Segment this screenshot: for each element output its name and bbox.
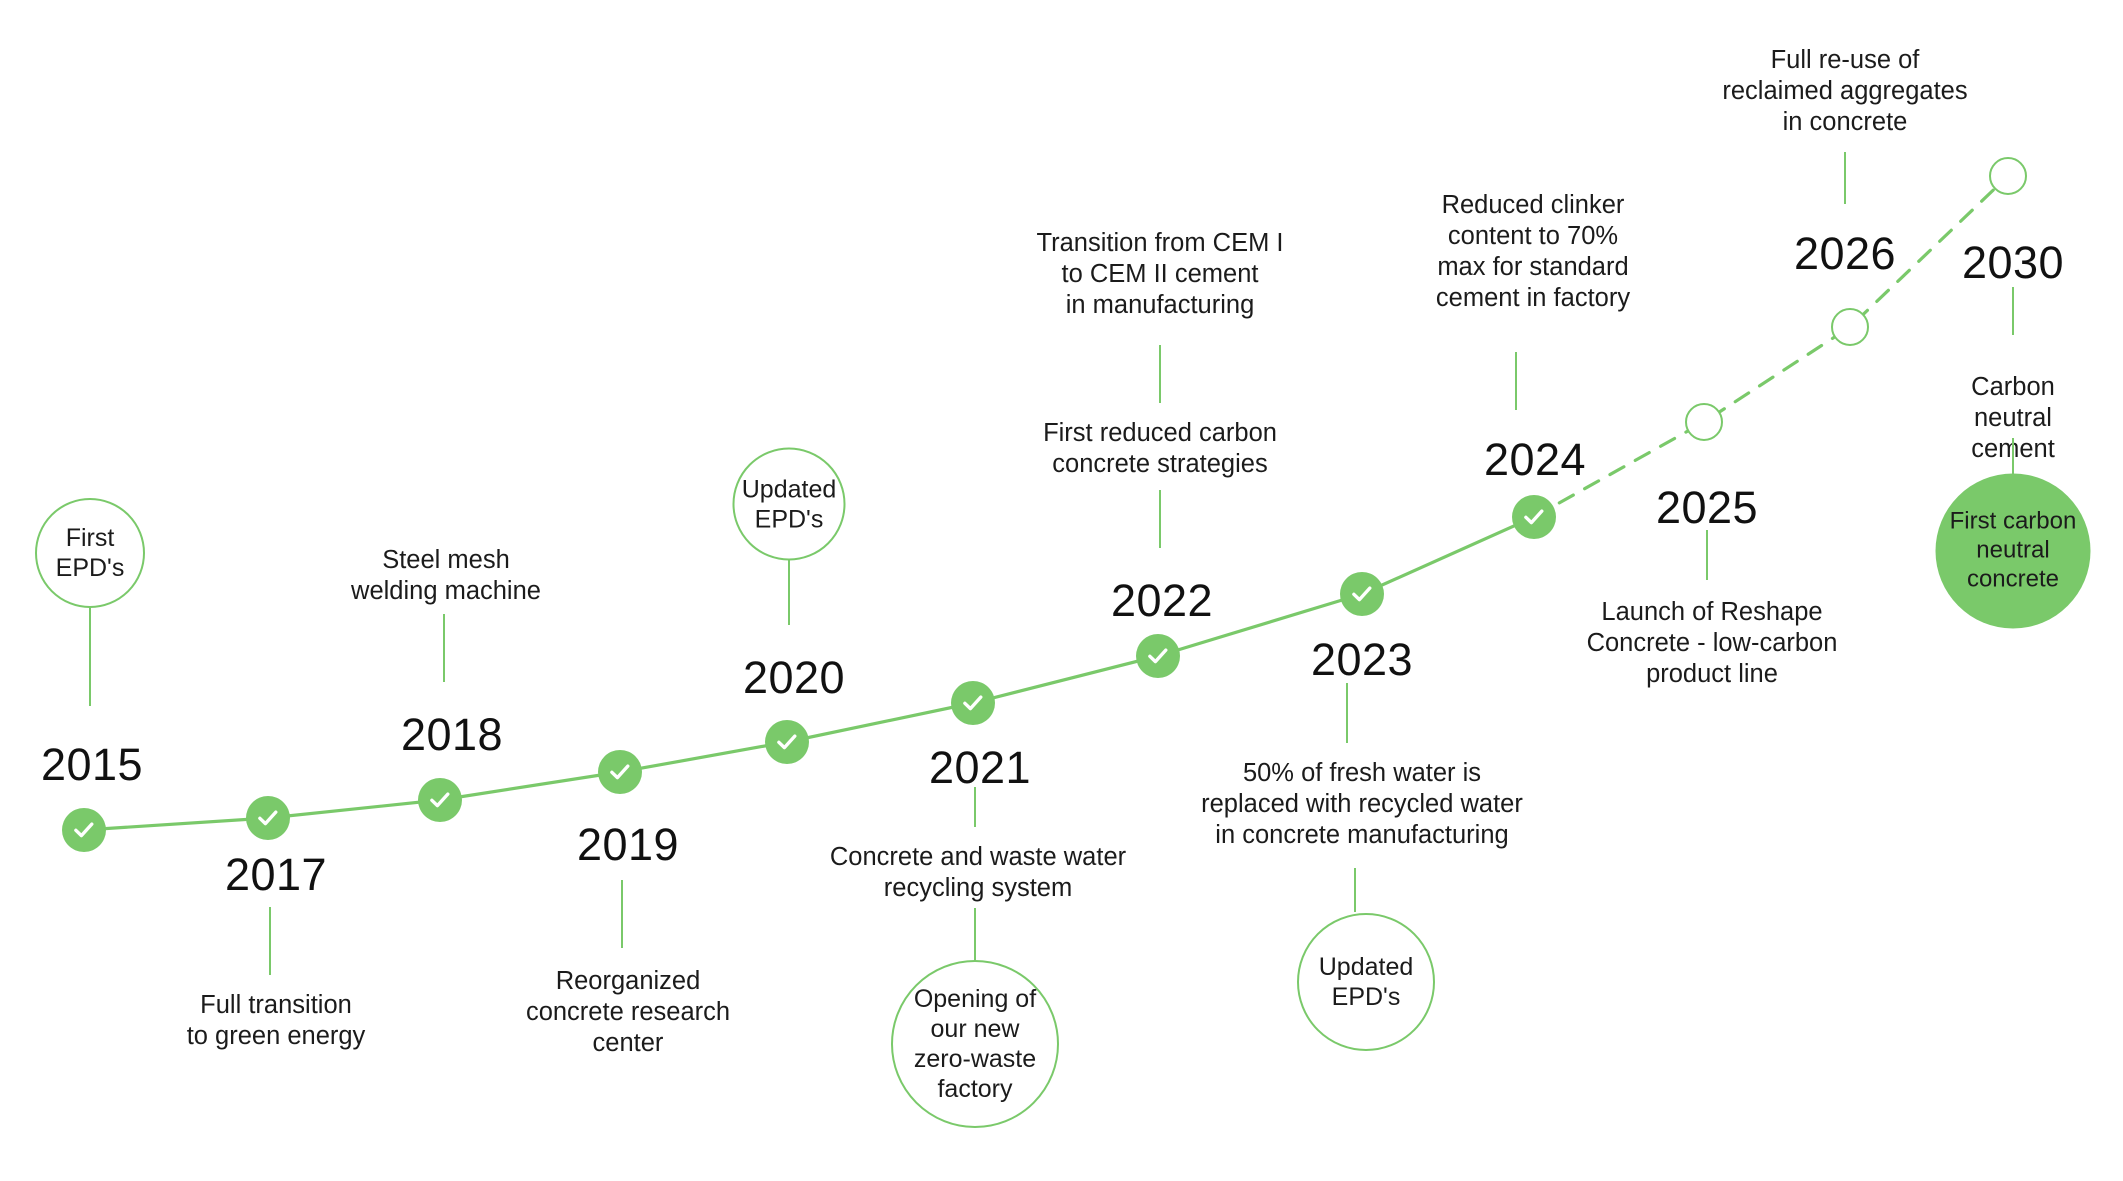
- milestone-year-2022: 2022: [1110, 575, 1214, 626]
- milestone-bubble-2021[interactable]: Opening of our new zero-waste factory: [891, 960, 1059, 1128]
- milestone-year-2026: 2026: [1793, 228, 1897, 279]
- milestone-note-2019: Reorganized concrete research center: [525, 967, 731, 1058]
- milestone-marker-2024[interactable]: [1512, 495, 1556, 539]
- milestone-bubble-text-2015: First EPD's: [55, 524, 125, 582]
- milestone-year-2017: 2017: [224, 849, 328, 900]
- check-icon: [1352, 586, 1372, 602]
- future-progress-line: [1532, 174, 2010, 519]
- check-icon: [430, 792, 450, 808]
- milestone-stem-2025: [1706, 530, 1708, 580]
- milestone-note-2023: 50% of fresh water is replaced with recy…: [1201, 759, 1523, 850]
- milestone-bubble-text-2030: First carbon neutral concrete: [1949, 507, 2077, 593]
- milestone-marker-2015[interactable]: [62, 808, 106, 852]
- check-icon: [777, 734, 797, 750]
- milestone-stem-2015: [89, 608, 91, 706]
- milestone-note-2022-b: First reduced carbon concrete strategies: [1043, 419, 1277, 479]
- milestone-bubble-2015[interactable]: First EPD's: [35, 498, 145, 608]
- milestone-year-2023: 2023: [1310, 634, 1414, 685]
- milestone-marker-2021[interactable]: [951, 681, 995, 725]
- milestone-year-2015: 2015: [40, 739, 144, 790]
- milestone-marker-2017[interactable]: [246, 796, 290, 840]
- milestone-marker-2018[interactable]: [418, 778, 462, 822]
- milestone-bubble-text-2021: Opening of our new zero-waste factory: [913, 985, 1037, 1103]
- check-icon: [1524, 509, 1544, 525]
- milestone-bubble-2023[interactable]: Updated EPD's: [1297, 913, 1435, 1051]
- milestone-year-2019: 2019: [576, 819, 680, 870]
- milestone-marker-2030[interactable]: [1989, 157, 2027, 195]
- milestone-marker-2020[interactable]: [765, 720, 809, 764]
- milestone-note-2018: Steel mesh welding machine: [351, 546, 541, 606]
- milestone-bubble-text-2023: Updated EPD's: [1318, 953, 1414, 1011]
- milestone-stem-2026: [1844, 152, 1846, 204]
- milestone-marker-2019[interactable]: [598, 750, 642, 794]
- milestone-stem-2019: [621, 880, 623, 948]
- milestone-note-2017: Full transition to green energy: [186, 991, 366, 1051]
- milestone-stem-2030-lower: [2012, 438, 2014, 474]
- milestone-bubble-2030[interactable]: First carbon neutral concrete: [1935, 473, 2091, 629]
- milestone-marker-2026[interactable]: [1831, 308, 1869, 346]
- milestone-marker-2025[interactable]: [1685, 403, 1723, 441]
- milestone-stem-2023-lower: [1354, 868, 1356, 912]
- milestone-stem-2017: [269, 907, 271, 975]
- check-icon: [258, 810, 278, 826]
- milestone-year-2025: 2025: [1655, 482, 1759, 533]
- milestone-year-2020: 2020: [742, 652, 846, 703]
- check-icon: [74, 822, 94, 838]
- milestone-bubble-2020[interactable]: Updated EPD's: [732, 447, 846, 561]
- check-icon: [1148, 648, 1168, 664]
- milestone-bubble-text-2020: Updated EPD's: [741, 475, 837, 533]
- milestone-note-2030: Carbon neutral cement: [1971, 373, 2055, 463]
- milestone-year-2021: 2021: [928, 742, 1032, 793]
- check-icon: [610, 764, 630, 780]
- check-icon: [963, 695, 983, 711]
- milestone-marker-2022[interactable]: [1136, 634, 1180, 678]
- milestone-stem-2020: [788, 560, 790, 625]
- milestone-stem-2023: [1346, 683, 1348, 743]
- milestone-year-2018: 2018: [400, 709, 504, 760]
- milestone-marker-2023[interactable]: [1340, 572, 1384, 616]
- milestone-stem-2018: [443, 614, 445, 682]
- milestone-stem-2021: [974, 787, 976, 827]
- milestone-note-2024: Reduced clinker content to 70% max for s…: [1435, 191, 1631, 313]
- milestone-year-2030: 2030: [1961, 237, 2065, 288]
- milestone-note-2022-a: Transition from CEM I to CEM II cement i…: [1036, 229, 1284, 320]
- milestone-note-2026: Full re-use of reclaimed aggregates in c…: [1722, 46, 1968, 137]
- milestone-stem-2022-lower: [1159, 490, 1161, 548]
- milestone-note-2025: Launch of Reshape Concrete - low-carbon …: [1586, 598, 1838, 689]
- milestone-stem-2024: [1515, 352, 1517, 410]
- milestone-stem-2022-upper: [1159, 345, 1161, 403]
- milestone-stem-2021-lower: [974, 908, 976, 960]
- milestone-note-2021: Concrete and waste water recycling syste…: [829, 843, 1127, 903]
- milestone-year-2024: 2024: [1483, 434, 1587, 485]
- milestone-stem-2030: [2012, 287, 2014, 335]
